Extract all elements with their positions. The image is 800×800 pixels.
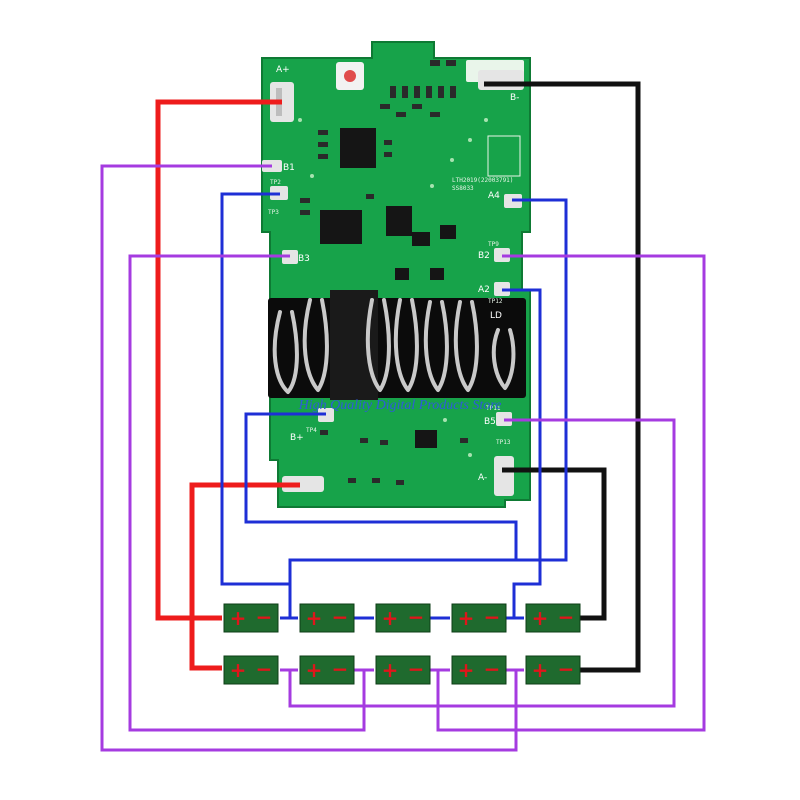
silk-tp9: TP9 — [488, 241, 499, 248]
label-b1: B1 — [283, 163, 295, 173]
silk-part-number: LTH2019(22003791) — [452, 177, 513, 184]
cell-body — [299, 603, 355, 633]
cell-plus-sign: + — [230, 658, 247, 682]
wire-purple-b1 — [100, 164, 518, 752]
switch-cap — [344, 70, 356, 82]
label-a-plus: A+ — [276, 65, 290, 75]
wire-black-b-minus — [484, 81, 641, 673]
cell-plus-sign: + — [532, 606, 549, 630]
cell-body — [451, 603, 507, 633]
battery-cell-r1-c2: +− — [299, 603, 355, 633]
silk-tp13: TP13 — [496, 439, 511, 446]
silk-tp2: TP2 — [270, 179, 281, 186]
battery-cell-r2-c3: +− — [375, 655, 431, 685]
label-b3: B3 — [298, 254, 310, 264]
cell-minus-sign: − — [558, 657, 575, 681]
ic-chip-3 — [386, 206, 412, 236]
silkscreen-outline — [487, 135, 521, 177]
pad-b-minus — [478, 70, 524, 90]
cell-minus-sign: − — [332, 605, 349, 629]
smd-components — [300, 60, 468, 485]
battery-cell-r2-c2: +− — [299, 655, 355, 685]
cell-plus-sign: + — [458, 606, 475, 630]
wire-blue-tp4 — [244, 412, 518, 560]
silk-tp11: TP11 — [486, 405, 501, 412]
cell-minus-sign: − — [408, 605, 425, 629]
wires — [100, 81, 706, 752]
silk-tp3: TP3 — [268, 209, 279, 216]
cell-plus-sign: + — [382, 658, 399, 682]
battery-cells: +−+−+−+−+−+−+−+−+−+− — [223, 603, 581, 685]
ic-chip-4 — [415, 430, 437, 448]
label-a2: A2 — [478, 285, 490, 295]
battery-cell-r2-c1: +− — [223, 655, 279, 685]
wire-purple-b3 — [128, 254, 366, 732]
wire-blue-a4 — [288, 198, 568, 584]
wire-purple-b5 — [288, 418, 676, 708]
battery-cell-r1-c3: +− — [375, 603, 431, 633]
pad-a-minus — [494, 456, 514, 496]
cell-minus-sign: − — [484, 605, 501, 629]
battery-cell-r2-c4: +− — [451, 655, 507, 685]
battery-cell-r1-c4: +− — [451, 603, 507, 633]
cell-plus-sign: + — [458, 658, 475, 682]
cell-plus-sign: + — [230, 606, 247, 630]
cell-minus-sign: − — [484, 657, 501, 681]
label-b-minus: B- — [510, 93, 519, 103]
silk-tp4: TP4 — [306, 427, 317, 434]
mosfet-3 — [395, 268, 409, 280]
wire-purple-b2 — [436, 254, 706, 732]
label-ld: LD — [490, 311, 502, 321]
pcb-vias — [298, 118, 488, 457]
cell-body — [299, 655, 355, 685]
spring-contacts — [272, 298, 516, 394]
cell-body — [451, 655, 507, 685]
cell-minus-sign: − — [408, 657, 425, 681]
cell-body — [525, 655, 581, 685]
battery-cell-r1-c1: +− — [223, 603, 279, 633]
wire-black-a-minus — [502, 467, 607, 621]
cell-body — [223, 603, 279, 633]
cell-plus-sign: + — [306, 658, 323, 682]
wire-blue-a2 — [502, 288, 542, 618]
label-b-plus: B+ — [290, 433, 304, 443]
ic-chip-1 — [340, 128, 376, 168]
bms-pcb: A+ B1 B3 B2 A4 A2 B+ B5 A- B- LD LTH2019… — [261, 41, 531, 508]
silk-tp12: TP12 — [488, 298, 503, 305]
cell-plus-sign: + — [306, 606, 323, 630]
cell-body — [223, 655, 279, 685]
silk-code: SS8033 — [452, 185, 474, 192]
cell-body — [375, 603, 431, 633]
cell-minus-sign: − — [332, 657, 349, 681]
label-b5: B5 — [484, 417, 496, 427]
battery-cell-r2-c5: +− — [525, 655, 581, 685]
store-watermark: High Quality Digital Products Store — [298, 398, 502, 413]
label-b2: B2 — [478, 251, 490, 261]
cell-plus-sign: + — [382, 606, 399, 630]
mosfet-2 — [440, 225, 456, 239]
cell-body — [525, 603, 581, 633]
cell-body — [375, 655, 431, 685]
ic-chip-2 — [320, 210, 362, 244]
pad-b-plus — [282, 476, 324, 492]
cell-minus-sign: − — [558, 605, 575, 629]
label-a4: A4 — [488, 191, 500, 201]
label-a-minus: A- — [478, 473, 487, 483]
cell-minus-sign: − — [256, 657, 273, 681]
mosfet-4 — [430, 268, 444, 280]
battery-cell-r1-c5: +− — [525, 603, 581, 633]
mosfet-1 — [412, 232, 430, 246]
cell-plus-sign: + — [532, 658, 549, 682]
cell-minus-sign: − — [256, 605, 273, 629]
